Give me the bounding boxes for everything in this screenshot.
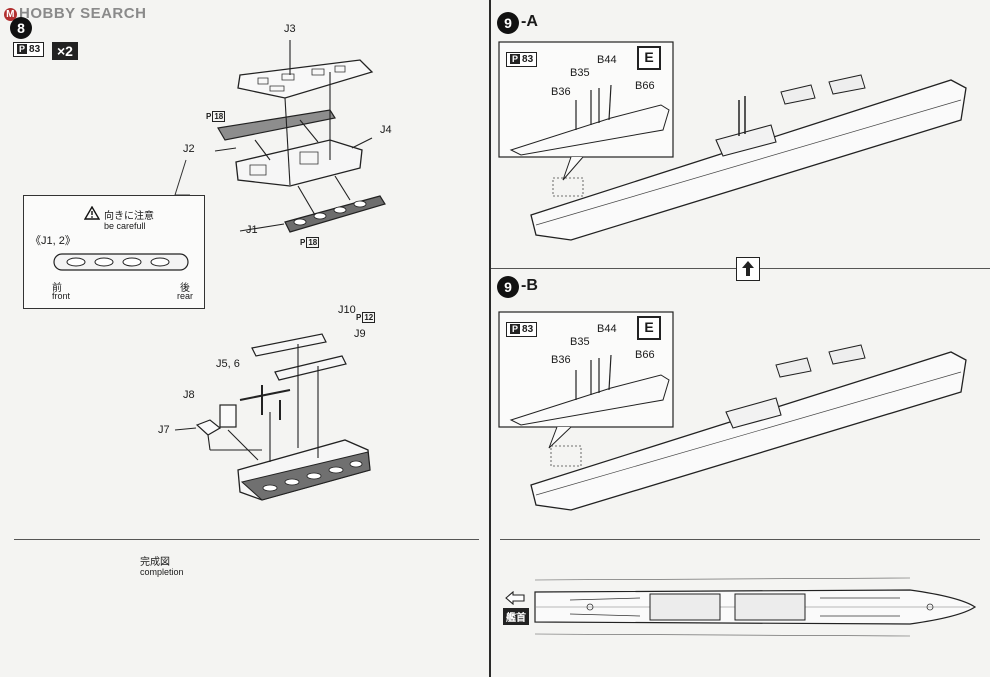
part-label-j4: J4 xyxy=(380,124,392,136)
warning-text-jp: 向きに注意 xyxy=(104,211,154,222)
plan-separator xyxy=(500,539,980,540)
bow-label: 艦首 xyxy=(503,608,529,625)
step9a-part-b44: B44 xyxy=(597,54,617,66)
bow-direction-arrow-icon xyxy=(505,591,525,605)
front-label-en: front xyxy=(52,291,71,301)
completion-title-en: completion xyxy=(140,567,184,577)
part-label-j9: J9 xyxy=(354,328,366,340)
part-label-j8: J8 xyxy=(183,389,195,401)
warning-icon xyxy=(84,206,100,220)
step9a-sprue-tag: E xyxy=(637,46,661,70)
part-label-j10: J10 xyxy=(338,304,356,316)
warning-text-en: be carefull xyxy=(104,221,146,231)
front-label-jp: 前 xyxy=(52,283,62,294)
alternative-swap-icon xyxy=(736,257,760,281)
step9b-number: 9 xyxy=(497,276,519,298)
step8-number: 8 xyxy=(10,17,32,39)
step9b-part-b36: B36 xyxy=(551,354,571,366)
step8-diagram xyxy=(174,40,386,501)
part-label-j2: J2 xyxy=(183,143,195,155)
step9b-sprue-tag: E xyxy=(637,316,661,340)
rear-label-jp: 後 xyxy=(180,283,190,294)
step9b-part-b44: B44 xyxy=(597,323,617,335)
completion-separator xyxy=(14,539,479,540)
part-label-j3: J3 xyxy=(284,23,296,35)
watermark-logo: M xyxy=(4,8,17,21)
part-label-j5-6: J5, 6 xyxy=(216,358,240,370)
step9b-part-b66: B66 xyxy=(635,349,655,361)
step9a-part-b66: B66 xyxy=(635,80,655,92)
callout-part-ids: 《J1, 2》 xyxy=(30,235,76,247)
step9a-part-b35: B35 xyxy=(570,67,590,79)
step8-quantity: ×2 xyxy=(52,42,78,60)
step9a-part-b36: B36 xyxy=(551,86,571,98)
step9a-suffix: -A xyxy=(521,13,538,30)
step9b-suffix: -B xyxy=(521,277,538,294)
step9a-number: 9 xyxy=(497,12,519,34)
step9a-diagram xyxy=(498,41,967,241)
part-label-j1: J1 xyxy=(246,224,258,236)
track-orientation-drawing xyxy=(53,253,189,271)
watermark-text: HOBBY SEARCH xyxy=(19,5,147,22)
deck-plan-view xyxy=(534,577,977,637)
part-label-j7: J7 xyxy=(158,424,170,436)
step9b-part-b35: B35 xyxy=(570,336,590,348)
page-divider xyxy=(489,0,491,677)
rear-label-en: rear xyxy=(177,291,194,301)
completion-title-jp: 完成図 xyxy=(140,557,170,568)
orientation-callout: 向きに注意 be carefull 《J1, 2》 前 front 後 rear xyxy=(23,195,205,309)
step9b-diagram xyxy=(498,311,967,511)
